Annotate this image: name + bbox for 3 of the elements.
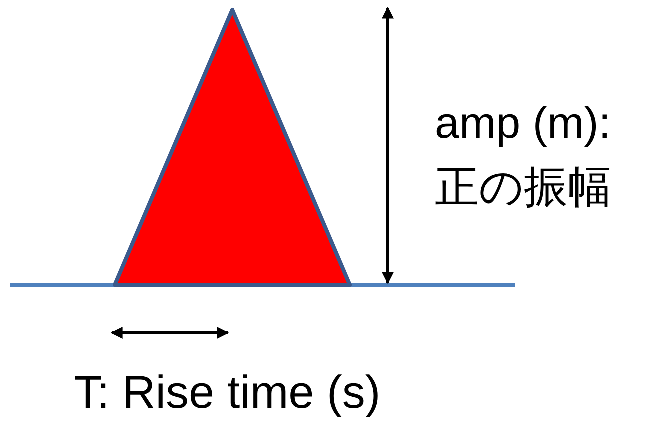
triangle-pulse: [113, 8, 352, 287]
dimension-label: amp (m): 正の振幅: [435, 98, 613, 214]
dimension-label: T: Rise time (s): [74, 365, 381, 420]
